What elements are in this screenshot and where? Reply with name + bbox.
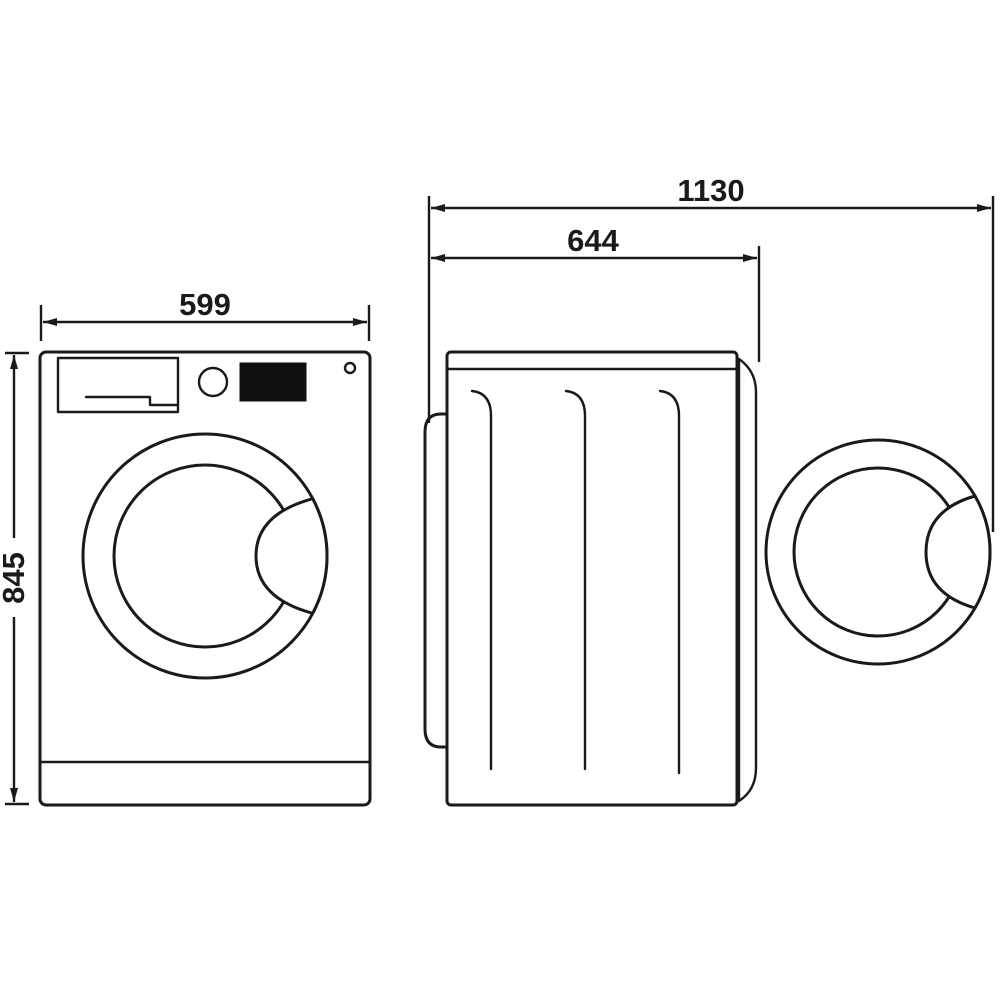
dim-front-height: 845 [0, 351, 31, 806]
open-door-handle-recess [924, 494, 992, 610]
dim-side-total-depth-label: 1130 [677, 173, 744, 208]
dim-side-total-depth: 1130 [427, 173, 995, 532]
side-rear-bulge [423, 412, 449, 749]
side-cabinet-outline [445, 350, 739, 807]
detergent-drawer-handle [84, 395, 179, 407]
side-panel-rib [564, 389, 587, 771]
side-panel-rib [470, 389, 493, 771]
open-door-edge-strip [737, 357, 758, 803]
front-view [38, 350, 372, 807]
side-panel-rib [658, 389, 681, 775]
display-screen [239, 362, 307, 402]
side-view [423, 350, 992, 807]
indicator-light [343, 361, 357, 375]
dim-side-body-depth: 644 [431, 223, 761, 362]
dim-front-width: 599 [39, 287, 371, 341]
door-handle-recess [254, 497, 329, 615]
dim-front-height-label: 845 [0, 552, 31, 604]
program-knob [197, 366, 229, 398]
dim-front-width-label: 599 [179, 287, 231, 322]
dim-side-body-depth-label: 644 [567, 223, 619, 258]
detergent-drawer [56, 356, 180, 414]
dimension-annotations: 599 845 1130 644 [0, 173, 995, 806]
